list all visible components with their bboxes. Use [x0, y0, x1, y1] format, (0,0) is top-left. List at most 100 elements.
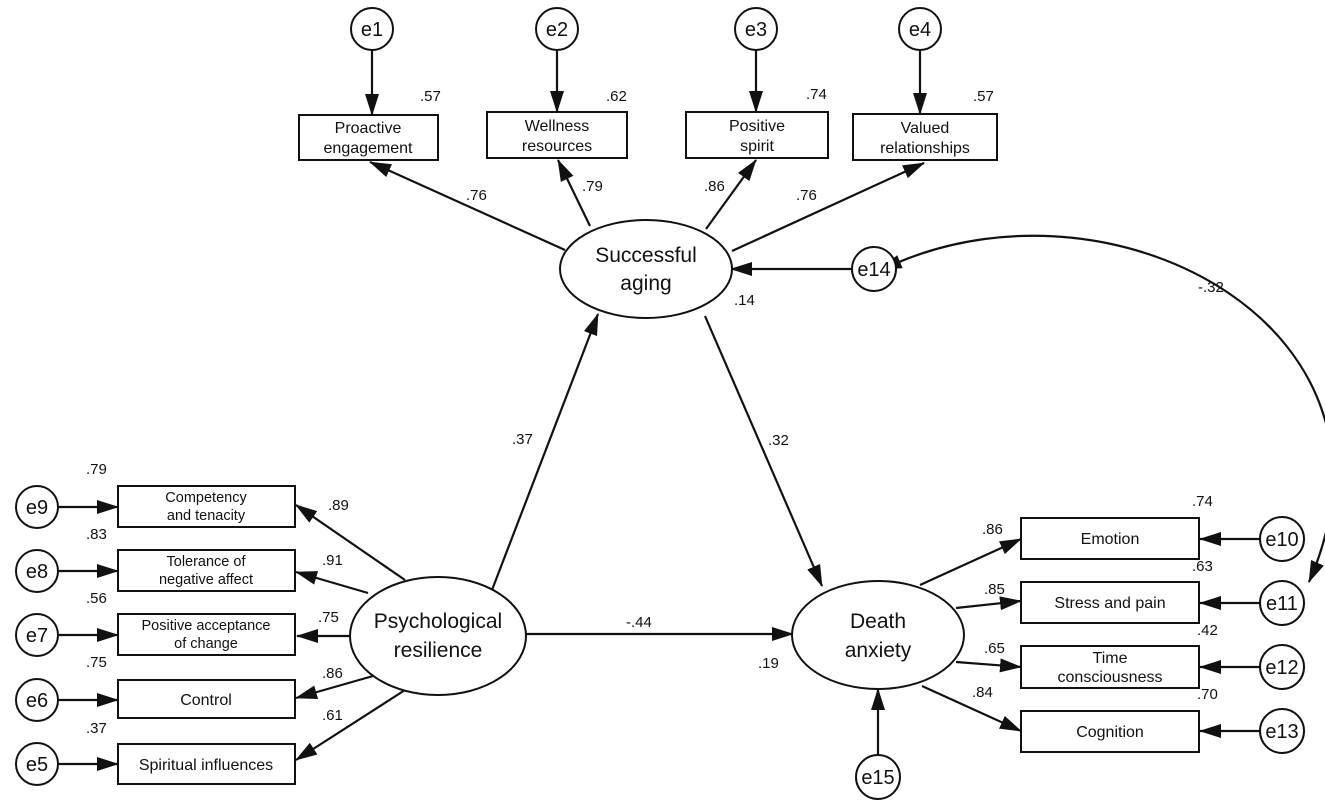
- error-label: e6: [26, 690, 48, 712]
- error-e6: e6: [15, 678, 59, 722]
- indicator-positive-acceptance-change: Positive acceptance of change: [117, 613, 296, 656]
- r2-positive-spirit: .74: [806, 86, 827, 103]
- latent-label-line2: resilience: [394, 639, 483, 662]
- r2-valued-relationships: .57: [973, 88, 994, 105]
- r2-proactive-engagement: .57: [420, 88, 441, 105]
- indicator-label-line2: resources: [522, 138, 592, 155]
- latent-label-line1: Psychological: [374, 610, 502, 633]
- indicator-label-line2: negative affect: [159, 572, 253, 588]
- loading-tolerance-negative-affect: .91: [322, 552, 343, 569]
- indicator-label: Spiritual influences: [139, 757, 273, 774]
- indicator-label-line1: Valued: [901, 120, 950, 137]
- r2-tolerance-negative-affect: .83: [86, 526, 107, 543]
- error-label: e5: [26, 754, 48, 776]
- indicator-time-consciousness: Time consciousness: [1020, 645, 1200, 689]
- indicator-positive-spirit: Positive spirit: [685, 111, 829, 159]
- loading-competency-tenacity: .89: [328, 497, 349, 514]
- indicator-label-line2: engagement: [324, 140, 414, 157]
- error-label: e3: [745, 19, 767, 41]
- indicator-label: Emotion: [1081, 531, 1140, 548]
- r2-competency-tenacity: .79: [86, 461, 107, 478]
- error-e2: e2: [535, 7, 579, 51]
- path-labels: .37 .32 -.44 -.32: [512, 279, 1224, 631]
- r2-wellness-resources: .62: [606, 88, 627, 105]
- indicator-spiritual-influences: Spiritual influences: [117, 743, 296, 785]
- arrow-anxiety-time: [955, 658, 1022, 673]
- error-e9: e9: [15, 485, 59, 529]
- error-e15: e15: [855, 754, 901, 800]
- loading-stress-pain: .85: [984, 581, 1005, 598]
- edges: [59, 49, 1325, 771]
- loading-emotion: .86: [982, 521, 1003, 538]
- r2-spiritual-influences: .37: [86, 720, 107, 737]
- error-e5: e5: [15, 742, 59, 786]
- error-label: e15: [861, 767, 894, 789]
- latent-death-anxiety: Death anxiety: [791, 580, 965, 690]
- arrow-aging-positive-spirit: [705, 159, 757, 230]
- error-e1: e1: [350, 7, 394, 51]
- loading-wellness-resources: .79: [582, 178, 603, 195]
- indicator-label-line2: relationships: [880, 140, 970, 157]
- r2-control: .75: [86, 654, 107, 671]
- latent-label-line1: Death: [850, 610, 906, 633]
- indicator-label-line1: Proactive: [335, 120, 402, 137]
- latent-psychological-resilience: Psychological resilience: [349, 576, 527, 696]
- indicator-control: Control: [117, 679, 296, 719]
- error-e8: e8: [15, 549, 59, 593]
- arrow-anxiety-stress: [955, 596, 1022, 611]
- loading-labels: .76 .79 .86 .76 .89 .91 .75 .86 .61 .86 …: [318, 178, 1005, 724]
- loading-control: .86: [322, 665, 343, 682]
- arrow-anxiety-emotion: [919, 537, 1022, 587]
- arrow-aging-wellness: [557, 159, 591, 227]
- error-e11: e11: [1259, 580, 1305, 626]
- error-label: e11: [1266, 593, 1298, 615]
- indicator-tolerance-negative-affect: Tolerance of negative affect: [117, 549, 296, 592]
- r2-death-anxiety: .19: [758, 655, 779, 672]
- path-resilience-anxiety: -.44: [626, 614, 652, 631]
- r2-emotion: .74: [1192, 493, 1213, 510]
- error-label: e8: [26, 561, 48, 583]
- loading-positive-spirit: .86: [704, 178, 725, 195]
- arrow-resilience-control: [295, 672, 381, 700]
- loading-valued-relationships: .76: [796, 187, 817, 204]
- indicator-label-line1: Wellness: [525, 118, 590, 135]
- arrow-resilience-tolerance: [295, 570, 369, 595]
- error-label: e12: [1265, 657, 1298, 679]
- indicator-label: Cognition: [1076, 724, 1144, 741]
- r2-successful-aging: .14: [734, 292, 755, 309]
- error-label: e7: [26, 625, 48, 647]
- arrow-resilience-aging: [490, 313, 600, 591]
- r2-cognition: .70: [1197, 686, 1218, 703]
- indicator-label: Stress and pain: [1054, 595, 1165, 612]
- indicator-wellness-resources: Wellness resources: [486, 111, 628, 159]
- latent-label-line1: Successful: [595, 244, 697, 267]
- error-e12: e12: [1259, 644, 1305, 690]
- indicator-label-line1: Tolerance of: [167, 554, 247, 570]
- error-label: e13: [1265, 721, 1298, 743]
- indicator-stress-pain: Stress and pain: [1020, 581, 1200, 624]
- loading-cognition: .84: [972, 684, 993, 701]
- indicator-label-line2: of change: [174, 636, 238, 652]
- loading-positive-acceptance-change: .75: [318, 609, 339, 626]
- error-label: e14: [857, 259, 890, 281]
- covariance-e14-e11: [879, 234, 1325, 583]
- error-label: e10: [1265, 529, 1298, 551]
- r-squared-labels: .57 .62 .74 .57 .79 .83 .56 .75 .37 .74 …: [86, 86, 1218, 737]
- error-e14: e14: [851, 246, 897, 292]
- latent-label-line2: aging: [620, 272, 671, 295]
- r2-positive-acceptance-change: .56: [86, 590, 107, 607]
- covariance-e14-e11-label: -.32: [1198, 279, 1224, 296]
- error-label: e9: [26, 497, 48, 519]
- arrow-resilience-competency: [295, 504, 406, 581]
- arrow-aging-anxiety: [703, 315, 824, 587]
- r2-stress-pain: .63: [1192, 558, 1213, 575]
- latent-successful-aging: Successful aging: [559, 219, 733, 319]
- loading-spiritual-influences: .61: [322, 707, 343, 724]
- path-aging-anxiety: .32: [768, 432, 789, 449]
- indicator-cognition: Cognition: [1020, 710, 1200, 753]
- indicator-label-line2: and tenacity: [167, 508, 246, 524]
- error-label: e2: [546, 19, 568, 41]
- error-e3: e3: [734, 7, 778, 51]
- loading-proactive-engagement: .76: [466, 187, 487, 204]
